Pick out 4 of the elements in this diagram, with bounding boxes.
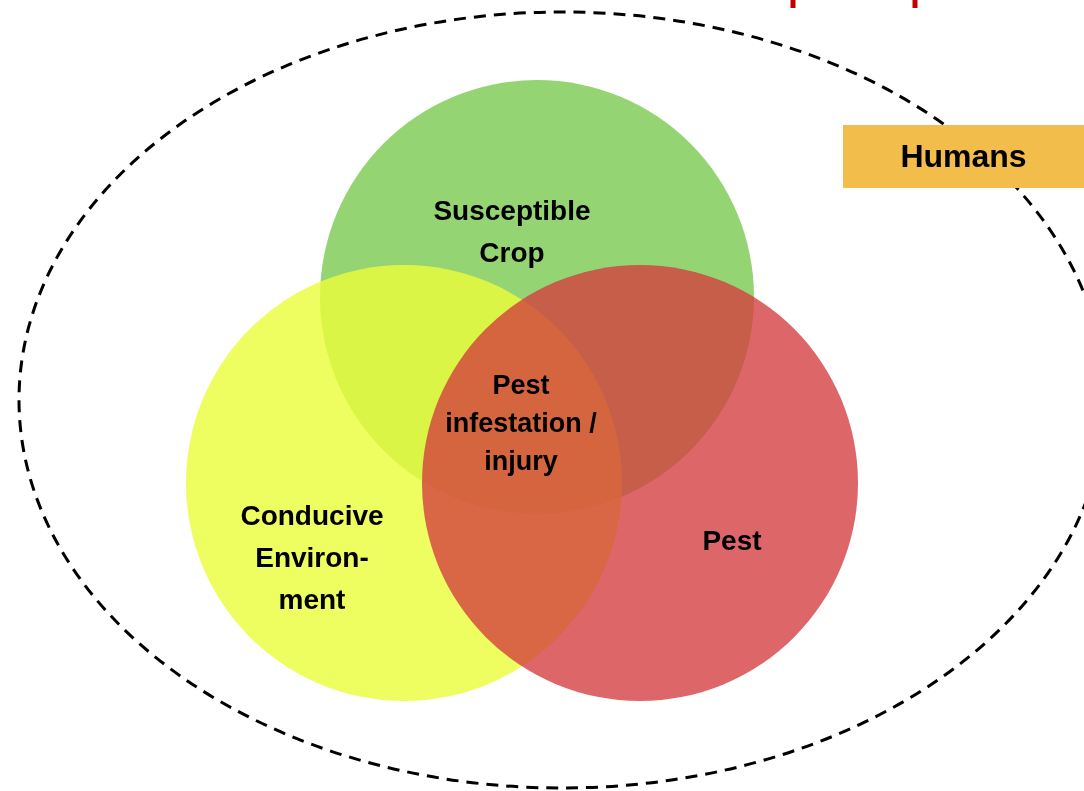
circle-label: Conducive Environ- ment: [239, 499, 385, 617]
circle-label: Susceptible Crop: [432, 194, 592, 270]
overlap-label: Pest infestation / injury: [444, 369, 598, 478]
circle-label: Pest: [701, 524, 763, 558]
